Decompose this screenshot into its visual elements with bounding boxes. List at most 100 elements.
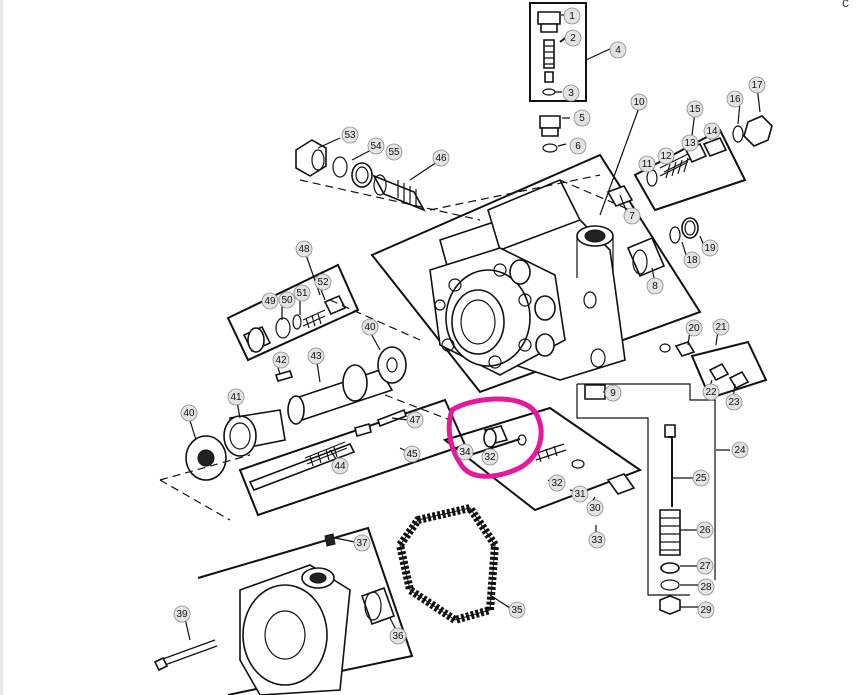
callout-number: 28 — [700, 582, 712, 593]
callout-number: 14 — [706, 126, 718, 137]
callout-40: 40 — [180, 404, 198, 422]
callout-number: 4 — [615, 45, 621, 56]
callout-bubble — [314, 273, 332, 291]
callout-bubble — [697, 578, 715, 596]
callout-bubble — [569, 137, 587, 155]
callout-bubble — [696, 557, 714, 575]
callout-number: 23 — [728, 397, 740, 408]
callout-26: 26 — [696, 521, 714, 539]
callout-number: 9 — [610, 388, 616, 399]
callout-1: 1 — [563, 7, 581, 25]
callout-15: 15 — [686, 100, 704, 118]
callout-bubble — [563, 7, 581, 25]
callout-bubble — [261, 292, 279, 310]
callout-50: 50 — [278, 291, 296, 309]
callout-number: 12 — [660, 151, 672, 162]
callout-34: 34 — [456, 443, 474, 461]
callout-7: 7 — [623, 207, 641, 225]
callout-number: 47 — [409, 415, 421, 426]
callout-18: 18 — [683, 251, 701, 269]
callout-bubble — [697, 601, 715, 619]
callout-number: 37 — [356, 538, 368, 549]
callout-bubble — [604, 384, 622, 402]
callout-bubble — [307, 347, 325, 365]
callout-17: 17 — [748, 76, 766, 94]
callout-number: 18 — [686, 255, 698, 266]
callout-13: 13 — [681, 134, 699, 152]
callout-bubble — [609, 41, 627, 59]
callout-number: 44 — [334, 461, 346, 472]
callout-number: 16 — [729, 94, 741, 105]
callout-48: 48 — [295, 240, 313, 258]
callout-bubble — [686, 100, 704, 118]
callout-44: 44 — [331, 457, 349, 475]
callout-36: 36 — [389, 627, 407, 645]
callout-23: 23 — [725, 393, 743, 411]
callout-number: 5 — [579, 113, 585, 124]
callout-43: 43 — [307, 347, 325, 365]
callout-number: 13 — [684, 138, 696, 149]
callout-number: 46 — [435, 153, 447, 164]
callout-bubble — [696, 521, 714, 539]
main-housing — [370, 153, 702, 394]
callout-52: 52 — [314, 273, 332, 291]
callout-number: 49 — [264, 296, 276, 307]
left-upper-parts — [295, 139, 426, 212]
callout-24: 24 — [731, 441, 749, 459]
callout-42: 42 — [272, 351, 290, 369]
callout-19: 19 — [701, 239, 719, 257]
callout-bubble — [456, 443, 474, 461]
callout-bubble — [385, 143, 403, 161]
callout-number: 2 — [570, 33, 576, 44]
callout-40: 40 — [361, 318, 379, 336]
callout-bubble — [573, 109, 591, 127]
callout-27: 27 — [696, 557, 714, 575]
callout-bubble — [432, 149, 450, 167]
callout-46: 46 — [432, 149, 450, 167]
callout-bubble — [681, 134, 699, 152]
callout-number: 27 — [699, 561, 711, 572]
callout-51: 51 — [293, 284, 311, 302]
callout-31: 31 — [571, 485, 589, 503]
callout-number: 24 — [734, 445, 746, 456]
callout-bubble — [701, 239, 719, 257]
callout-bubble — [341, 126, 359, 144]
callout-number: 10 — [633, 97, 645, 108]
callout-bubble — [586, 499, 604, 517]
callout-12: 12 — [657, 147, 675, 165]
callout-16: 16 — [726, 90, 744, 108]
callout-bubble — [571, 485, 589, 503]
callout-bubble — [508, 601, 526, 619]
callout-number: 36 — [392, 631, 404, 642]
callout-9: 9 — [604, 384, 622, 402]
callout-14: 14 — [703, 122, 721, 140]
callout-bubble — [685, 319, 703, 337]
callout-number: 22 — [705, 387, 717, 398]
callout-number: 33 — [591, 535, 603, 546]
callout-bubble — [173, 605, 191, 623]
callout-number: 35 — [511, 605, 523, 616]
callout-25: 25 — [692, 469, 710, 487]
callout-32: 32 — [481, 448, 499, 466]
corner-mark: ċ — [842, 0, 849, 10]
callout-number: 6 — [575, 141, 581, 152]
callout-bubble — [481, 448, 499, 466]
callout-32: 32 — [548, 474, 566, 492]
callout-number: 11 — [642, 159, 653, 170]
callout-bubble — [406, 411, 424, 429]
callout-49: 49 — [261, 292, 279, 310]
callout-number: 26 — [699, 525, 711, 536]
callout-number: 41 — [230, 392, 242, 403]
callout-number: 7 — [629, 211, 635, 222]
callout-bubble — [361, 318, 379, 336]
callout-bubble — [731, 441, 749, 459]
callout-bubble — [562, 84, 580, 102]
callout-number: 45 — [406, 449, 418, 460]
callout-bubble — [692, 469, 710, 487]
callout-bubble — [588, 531, 606, 549]
callout-number: 8 — [652, 281, 658, 292]
callout-bubble — [227, 388, 245, 406]
callout-29: 29 — [697, 601, 715, 619]
